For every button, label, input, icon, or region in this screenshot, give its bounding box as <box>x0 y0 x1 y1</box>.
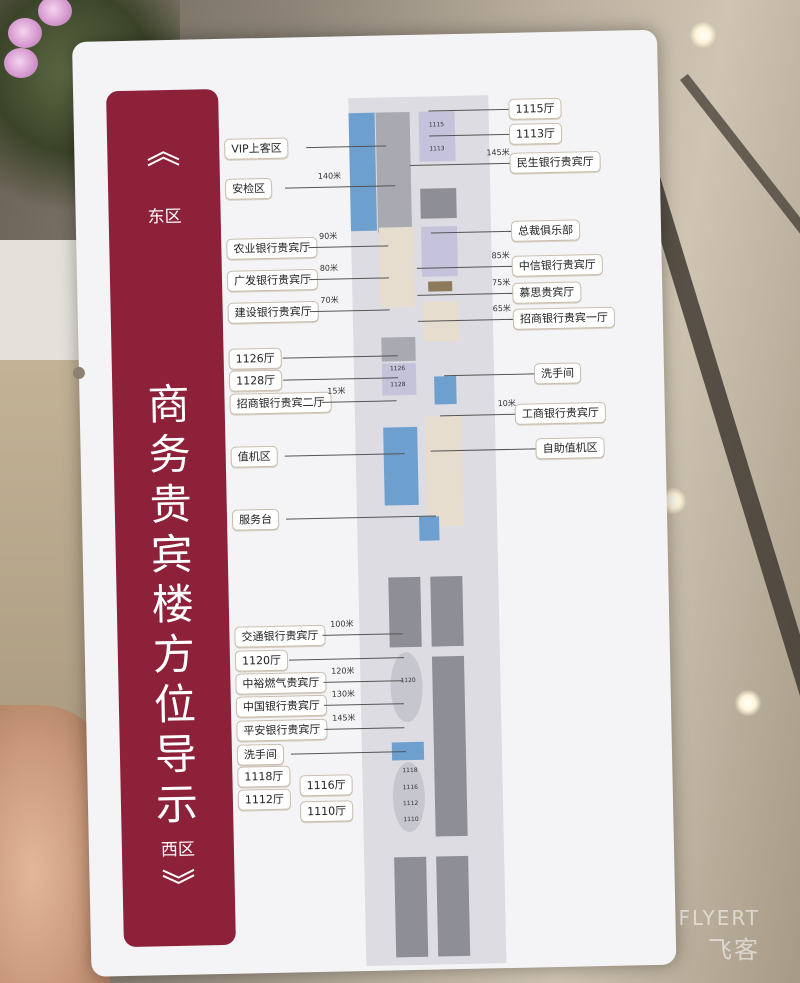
chevron-up-icon: ︽ <box>145 131 181 173</box>
label-service-desk: 服务台 <box>231 508 280 531</box>
label-1112: 1112厅 <box>237 788 292 811</box>
restroom-block <box>434 376 457 405</box>
label-1118: 1118厅 <box>237 765 291 788</box>
chevron-down-icon: ︾ <box>161 866 197 908</box>
label-presidents-club: 总裁俱乐部 <box>510 219 581 242</box>
label-1120: 1120厅 <box>234 649 289 672</box>
map-block <box>420 187 457 219</box>
label-vip-pickup: VIP上客区 <box>224 137 289 160</box>
room-number: 1128 <box>390 381 406 389</box>
label-abc-bank: 农业银行贵宾厅 <box>226 236 318 260</box>
card-notch <box>72 366 86 380</box>
watermark-cn: 飞客 <box>708 936 760 964</box>
map-block <box>378 226 415 308</box>
distance-label: 65米 <box>492 303 511 314</box>
room-number: 1126 <box>389 365 406 373</box>
west-zone-label: 西区 <box>160 839 196 861</box>
distance-label: 80米 <box>319 263 339 273</box>
floor-stripe <box>680 73 800 285</box>
label-security: 安检区 <box>224 177 273 200</box>
orchid-flower <box>8 18 42 48</box>
distance-label: 15米 <box>327 386 346 396</box>
label-minsheng-bank: 民生银行贵宾厅 <box>509 150 601 174</box>
ceiling-light-reflection <box>735 690 761 716</box>
label-cmb-lounge-2: 招商银行贵宾二厅 <box>229 391 332 415</box>
check-in-area <box>383 426 419 506</box>
distance-label: 140米 <box>317 171 342 181</box>
label-restroom-west: 洗手间 <box>236 743 285 766</box>
ceiling-light-reflection <box>690 22 716 48</box>
distance-label: 75米 <box>492 277 511 288</box>
label-1110: 1110厅 <box>299 800 354 823</box>
citic-lounge-block <box>428 281 453 292</box>
distance-label: 145米 <box>486 147 510 158</box>
room-number: 1115 <box>428 121 445 129</box>
label-cmb-lounge-1: 招商银行贵宾一厅 <box>512 306 616 330</box>
map-block <box>381 336 416 362</box>
floor-map: 1115 1113 1126 1128 1120 1118 1116 1112 … <box>348 95 507 967</box>
label-icbc: 工商银行贵宾厅 <box>514 401 607 425</box>
distance-label: 145米 <box>332 713 356 723</box>
page-title: 商务贵宾楼方位导示 <box>147 379 199 830</box>
distance-label: 100米 <box>330 619 354 629</box>
distance-label: 90米 <box>319 231 338 241</box>
room-number: 1116 <box>402 783 419 792</box>
distance-label: 130米 <box>331 689 356 699</box>
map-block <box>431 655 468 837</box>
label-1116: 1116厅 <box>299 774 353 797</box>
label-boc: 中国银行贵宾厅 <box>235 694 328 718</box>
orchid-flower <box>4 48 38 78</box>
map-room: 1118 1116 1112 1110 <box>392 761 426 833</box>
label-self-checkin: 自助值机区 <box>535 436 605 460</box>
label-1115: 1115厅 <box>508 97 562 120</box>
label-pingan: 平安银行贵宾厅 <box>236 718 328 742</box>
watermark: FLYERT 飞客 <box>678 906 760 965</box>
watermark-latin: FLYERT <box>678 906 760 930</box>
distance-label: 10米 <box>497 398 516 409</box>
label-check-in: 值机区 <box>230 445 278 468</box>
distance-label: 85米 <box>491 250 510 261</box>
label-1113: 1113厅 <box>508 122 563 145</box>
label-1126: 1126厅 <box>228 347 282 370</box>
map-block <box>436 855 471 957</box>
guide-card: ︽ 东区 商务贵宾楼方位导示 西区 ︾ 1115 1113 1126 1128 … <box>72 29 677 977</box>
room-number: 1112 <box>402 799 419 808</box>
vip-pickup-area <box>348 112 378 232</box>
label-bocom: 交通银行贵宾厅 <box>234 624 326 648</box>
icbc-lounge-block <box>424 415 464 527</box>
map-block <box>375 111 413 233</box>
label-restroom-east: 洗手间 <box>533 362 582 385</box>
room-number: 1110 <box>403 815 419 824</box>
map-block <box>430 575 464 647</box>
label-mousi: 慕思贵宾厅 <box>512 281 582 304</box>
background-planter <box>0 240 85 365</box>
label-cgb-bank: 广发银行贵宾厅 <box>226 268 319 292</box>
map-block <box>394 856 429 958</box>
label-ccb-bank: 建设银行贵宾厅 <box>227 300 319 324</box>
map-room: 1126 1128 <box>381 362 417 396</box>
orchid-flower <box>38 0 72 26</box>
room-number: 1118 <box>402 766 418 775</box>
presidents-club-block <box>420 225 458 277</box>
map-room: 1120 <box>389 651 424 723</box>
label-1128: 1128厅 <box>228 369 283 392</box>
label-citic-bank: 中信银行贵宾厅 <box>511 253 603 277</box>
distance-label: 120米 <box>331 666 355 676</box>
service-desk-block <box>419 516 440 541</box>
title-banner: ︽ 东区 商务贵宾楼方位导示 西区 ︾ <box>106 88 236 948</box>
label-zhongyu-gas: 中裕燃气贵宾厅 <box>235 671 327 695</box>
east-zone-label: 东区 <box>147 206 182 228</box>
map-block <box>388 576 422 648</box>
room-number: 1113 <box>429 145 445 153</box>
distance-label: 70米 <box>320 295 339 305</box>
